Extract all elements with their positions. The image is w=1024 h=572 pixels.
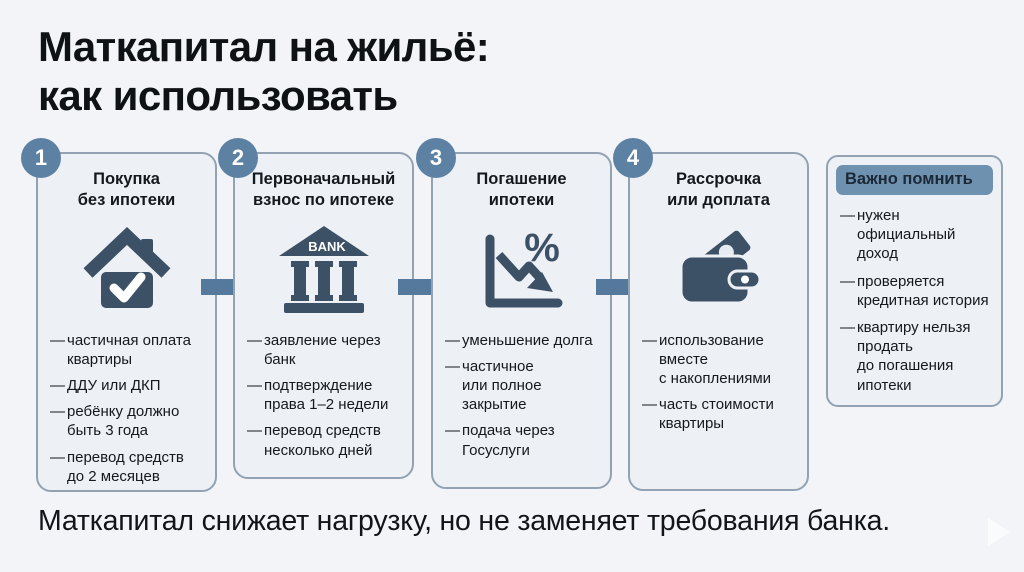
step-card-1-heading: Покупка без ипотеки xyxy=(77,170,176,209)
list-item: —нужен официальный доход xyxy=(840,207,956,263)
dash-marker: — xyxy=(642,396,657,414)
step-number-badge-1: 1 xyxy=(21,138,61,178)
dash-marker: — xyxy=(840,272,855,290)
list-item: —ДДУ или ДКП xyxy=(50,376,161,394)
dash-marker: — xyxy=(247,376,262,394)
step-card-1: 1 Покупка без ипотеки —частичная оплата … xyxy=(21,138,217,492)
list-item: —ребёнку должно быть 3 года xyxy=(50,403,180,440)
list-item: —подтверждение права 1–2 недели xyxy=(247,376,389,414)
step-number-badge-4: 4 xyxy=(613,138,653,178)
house-check-icon xyxy=(38,215,215,323)
dash-marker: — xyxy=(50,403,65,421)
dash-marker: — xyxy=(50,448,65,466)
step-number-badge-2: 2 xyxy=(218,138,258,178)
step-card-2-heading: Первоначальный взнос по ипотеке xyxy=(251,170,396,209)
step-card-3-bullets: —уменьшение долга —частичное или полное … xyxy=(445,331,600,460)
bank-icon: BANK xyxy=(235,215,412,323)
list-item: —часть стоимости квартиры xyxy=(642,396,774,433)
declining-chart-percent-icon: % xyxy=(433,215,610,323)
watermark-arrow-icon xyxy=(988,518,1010,546)
reminder-panel: Важно помнить —нужен официальный доход —… xyxy=(826,155,1003,407)
step-card-4-heading: Рассрочка или доплата xyxy=(667,170,770,209)
list-item: —частичное или полное закрытие xyxy=(445,357,542,414)
list-item: —частичная оплата квартиры xyxy=(50,331,191,368)
svg-text:%: % xyxy=(524,226,560,270)
step-card-3: 3 Погашение ипотеки % —уменьшение долга … xyxy=(416,138,612,489)
list-item: —проверяется кредитная история xyxy=(840,272,989,309)
list-item: —квартиру нельзя продать до погашения ип… xyxy=(840,318,971,394)
dash-marker: — xyxy=(50,376,65,394)
step-card-4-bullets: —использование вместе с накоплениями —ча… xyxy=(642,331,797,434)
footer-note: Маткапитал снижает нагрузку, но не замен… xyxy=(38,505,890,537)
dash-marker: — xyxy=(840,207,855,224)
dash-marker: — xyxy=(50,331,65,349)
dash-marker: — xyxy=(840,318,855,336)
reminder-panel-bullets: —нужен официальный доход —проверяется кр… xyxy=(840,206,991,395)
dash-marker: — xyxy=(445,331,460,349)
step-card-1-bullets: —частичная оплата квартиры —ДДУ или ДКП … xyxy=(50,331,205,486)
dash-marker: — xyxy=(445,357,460,375)
list-item: —перевод средств до 2 месяцев xyxy=(50,448,184,485)
dash-marker: — xyxy=(642,331,657,349)
step-number-badge-3: 3 xyxy=(416,138,456,178)
list-item: —перевод средств несколько дней xyxy=(247,422,381,459)
step-card-2-bullets: —заявление через банк —подтверждение пра… xyxy=(247,331,402,460)
list-item: —подача через Госуслуги xyxy=(445,422,555,459)
list-item: —заявление через банк xyxy=(247,331,381,368)
page-title: Маткапитал на жильё: как использовать xyxy=(38,23,490,120)
dash-marker: — xyxy=(247,422,262,440)
reminder-panel-header: Важно помнить xyxy=(836,165,993,195)
wallet-icon xyxy=(630,215,807,323)
svg-text:BANK: BANK xyxy=(308,239,346,254)
list-item: —уменьшение долга xyxy=(445,331,593,349)
list-item: —использование вместе с накоплениями xyxy=(642,331,772,387)
dash-marker: — xyxy=(445,422,460,440)
step-card-2: 2 Первоначальный взнос по ипотеке BANK —… xyxy=(218,138,414,479)
dash-marker: — xyxy=(247,331,262,349)
step-card-3-heading: Погашение ипотеки xyxy=(476,170,567,209)
step-card-4: 4 Рассрочка или доплата —использование в… xyxy=(613,138,809,491)
